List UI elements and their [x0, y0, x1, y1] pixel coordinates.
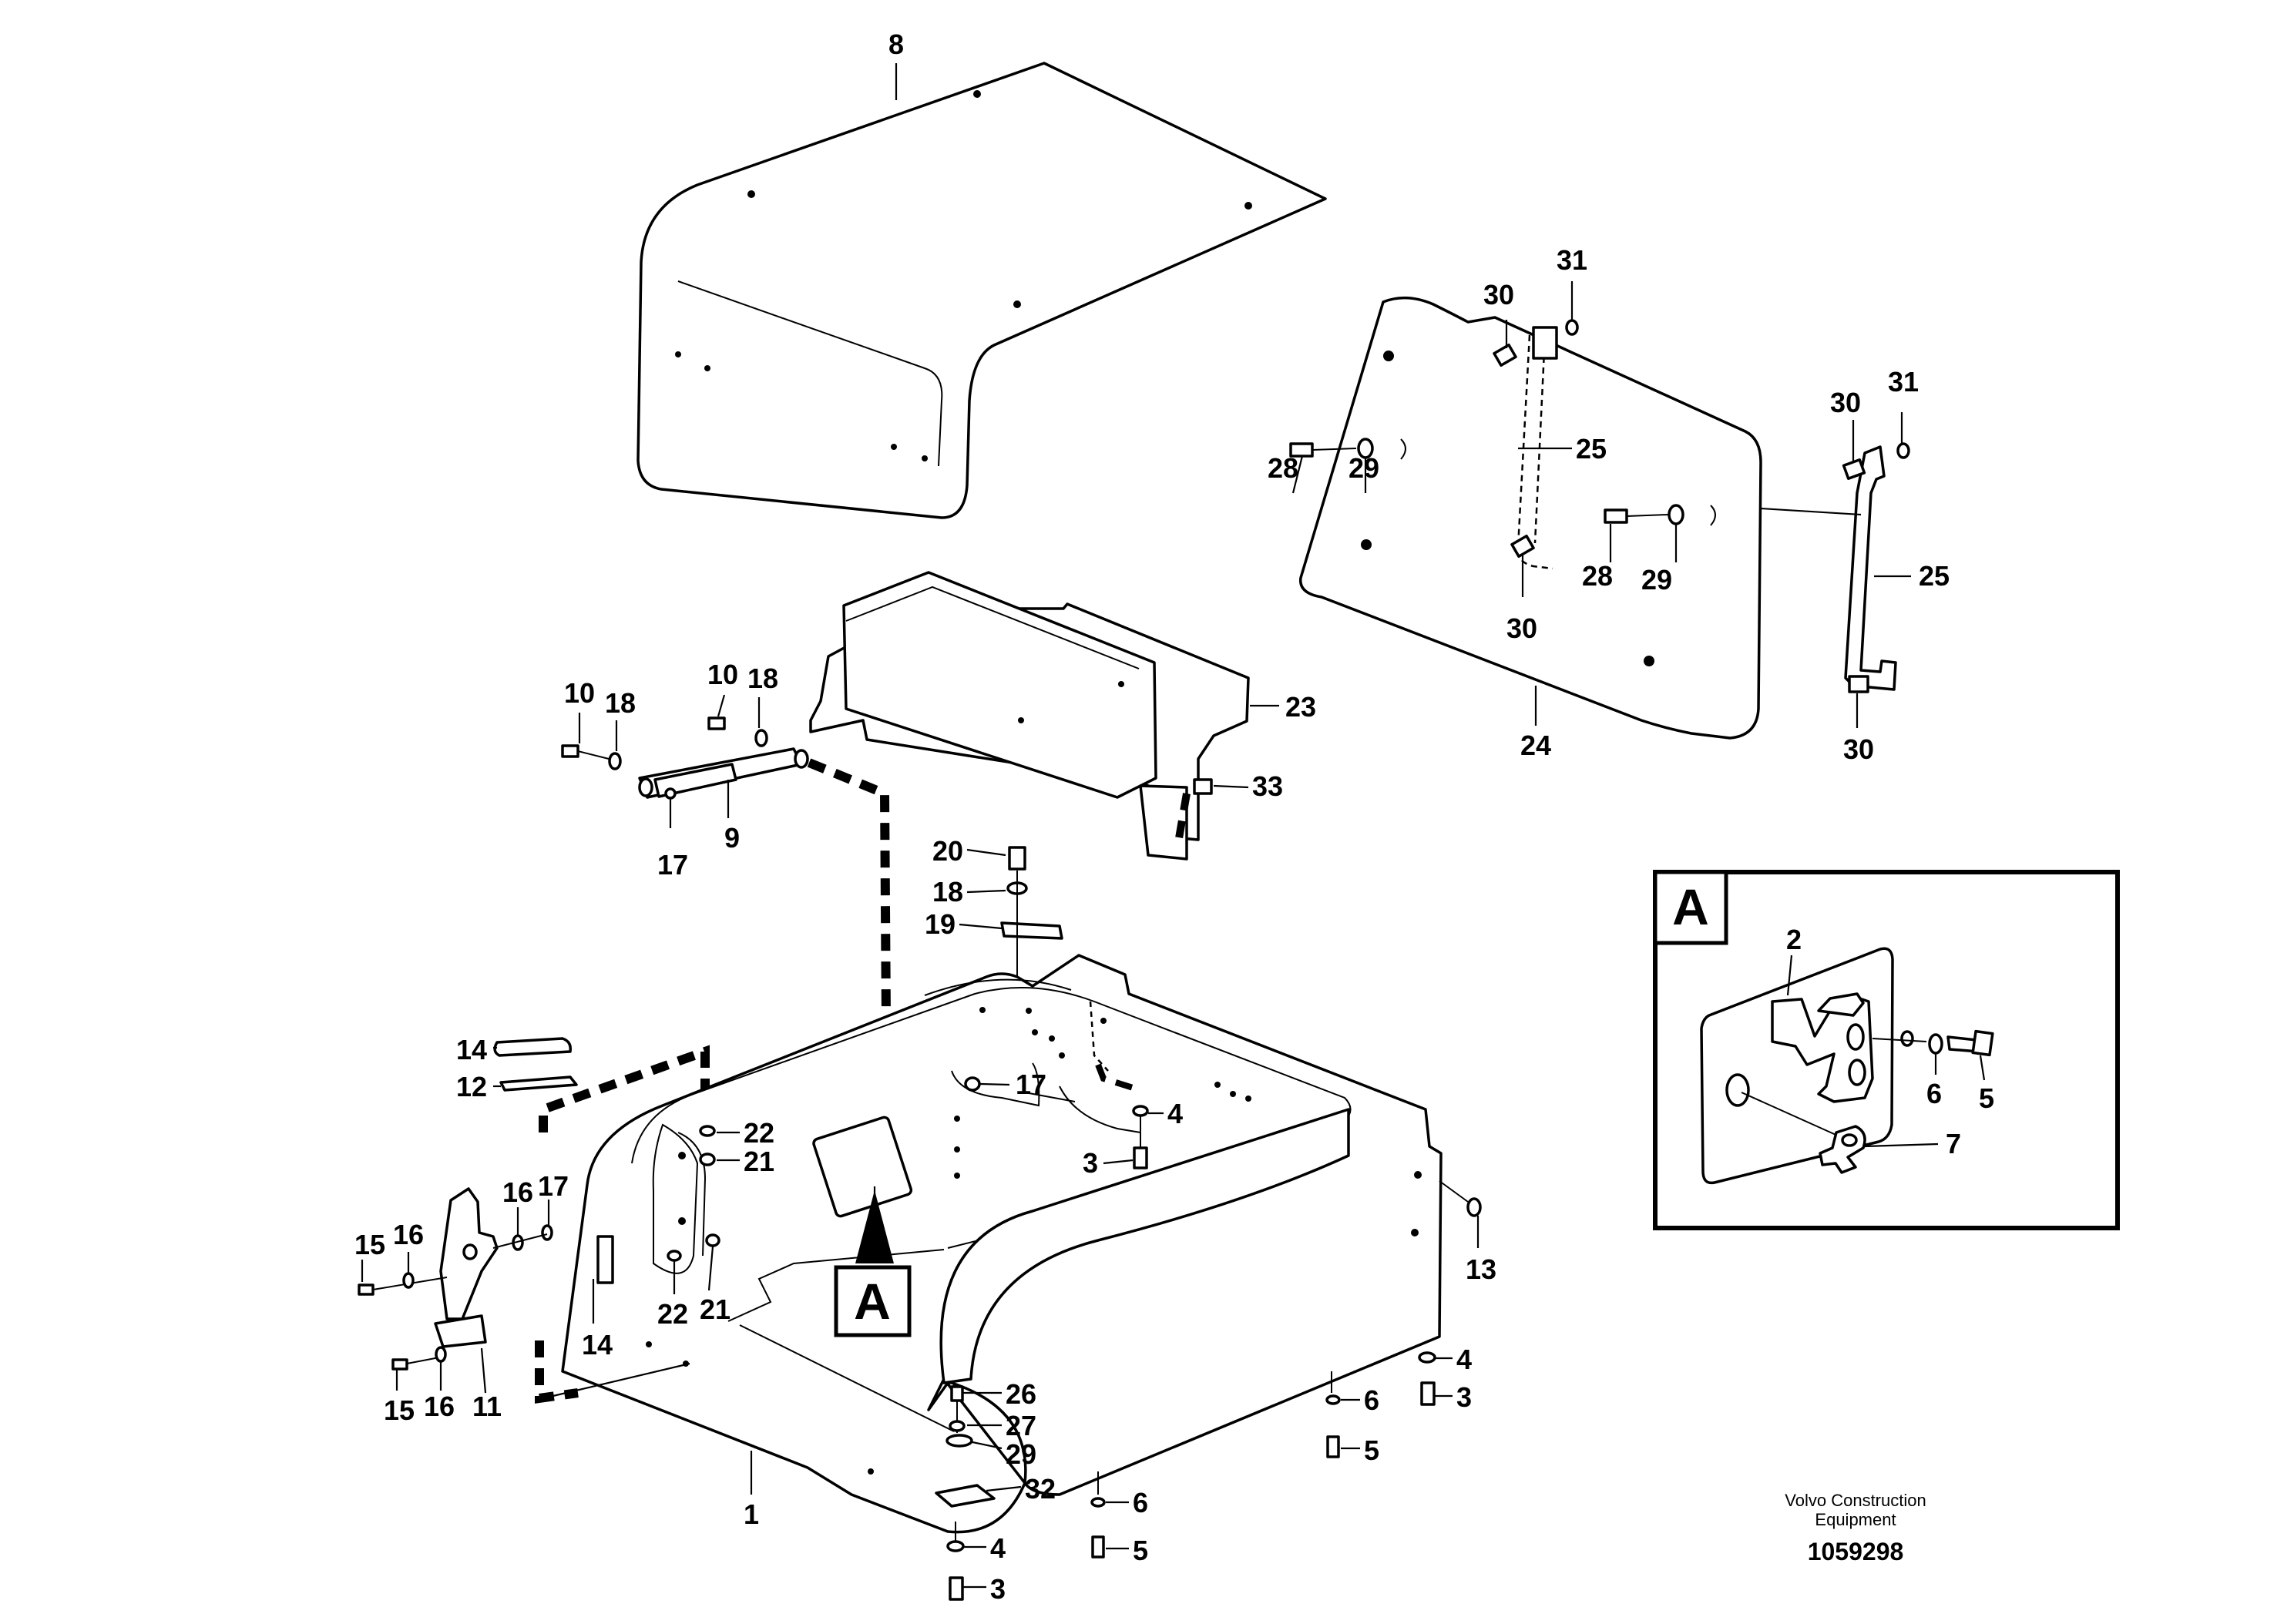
callout-30: 30 — [1843, 733, 1874, 765]
callout-28: 28 — [1268, 452, 1298, 484]
latch-parts — [493, 1037, 578, 1092]
side-panel — [1299, 296, 1762, 740]
callout-9: 9 — [724, 822, 740, 854]
document-number: 1059298 — [1808, 1538, 1904, 1565]
callout-14: 14 — [582, 1329, 613, 1361]
callout-6: 6 — [1364, 1384, 1379, 1416]
gas-strut — [561, 694, 809, 828]
callout-23: 23 — [1285, 691, 1316, 723]
callout-16: 16 — [393, 1219, 424, 1250]
callout-3: 3 — [990, 1573, 1006, 1605]
callout-24: 24 — [1520, 730, 1551, 761]
callout-27: 27 — [1006, 1410, 1036, 1441]
bottom-fasteners — [935, 1385, 1022, 1508]
callout-25: 25 — [1919, 560, 1950, 592]
callout-4: 4 — [1167, 1098, 1183, 1129]
callout-11: 11 — [472, 1391, 502, 1422]
callout-22: 22 — [744, 1117, 774, 1149]
bolt-33 — [1193, 778, 1249, 795]
credit-line-2: Equipment — [1815, 1510, 1896, 1529]
callout-31: 31 — [1888, 366, 1919, 398]
callout-14: 14 — [456, 1034, 487, 1065]
callout-8: 8 — [888, 29, 904, 60]
main-housing — [542, 954, 1443, 1534]
callout-6: 6 — [1133, 1487, 1148, 1518]
callout-21: 21 — [744, 1146, 774, 1177]
callout-26: 26 — [1006, 1378, 1036, 1410]
callout-15: 15 — [384, 1394, 415, 1426]
callout-29: 29 — [1641, 564, 1672, 596]
detail-a-title: A — [1672, 878, 1709, 935]
detail-a-panel: A — [1653, 870, 2120, 1230]
storage-tray — [809, 571, 1279, 861]
callout-10: 10 — [564, 677, 595, 709]
callout-16: 16 — [502, 1176, 533, 1208]
callout-17: 17 — [538, 1170, 569, 1202]
callout-18: 18 — [605, 687, 636, 719]
callout-6: 6 — [1926, 1078, 1942, 1109]
callout-16: 16 — [424, 1391, 455, 1422]
callout-15: 15 — [354, 1229, 385, 1260]
callout-5: 5 — [1979, 1082, 1994, 1114]
roof-cover — [636, 62, 1327, 519]
callout-labels: 8 31 30 25 28 29 28 29 30 31 30 25 30 24… — [354, 29, 1994, 1605]
view-a-arrow — [855, 1186, 894, 1263]
callout-3: 3 — [1456, 1381, 1472, 1413]
callout-10: 10 — [707, 659, 738, 690]
callout-30: 30 — [1830, 387, 1861, 418]
callout-5: 5 — [1133, 1535, 1148, 1566]
credit-block: Volvo Construction Equipment 1059298 — [1785, 1491, 1926, 1565]
callout-13: 13 — [1466, 1253, 1496, 1285]
view-a-marker: A — [834, 1265, 912, 1337]
callout-29: 29 — [1349, 452, 1379, 484]
callout-1: 1 — [744, 1498, 759, 1530]
latch-assembly — [358, 1187, 553, 1394]
callout-2: 2 — [1786, 924, 1802, 955]
callout-5: 5 — [1364, 1434, 1379, 1466]
callout-17: 17 — [1016, 1069, 1046, 1100]
callout-7: 7 — [1946, 1128, 1961, 1159]
door-bracket — [1760, 412, 1911, 728]
callout-19: 19 — [925, 908, 956, 940]
callout-18: 18 — [747, 663, 778, 694]
callout-3: 3 — [1083, 1147, 1098, 1179]
callout-22: 22 — [657, 1298, 688, 1330]
callout-4: 4 — [1456, 1344, 1472, 1375]
callout-12: 12 — [456, 1071, 487, 1102]
callout-30: 30 — [1506, 612, 1537, 644]
callout-30: 30 — [1483, 279, 1514, 310]
callout-18: 18 — [932, 876, 963, 908]
callout-33: 33 — [1252, 770, 1283, 802]
callout-20: 20 — [932, 835, 963, 867]
callout-4: 4 — [990, 1532, 1006, 1564]
callout-29: 29 — [1006, 1438, 1036, 1470]
callout-28: 28 — [1582, 560, 1613, 592]
callout-21: 21 — [700, 1293, 731, 1325]
callout-17: 17 — [657, 849, 688, 881]
callout-31: 31 — [1557, 244, 1587, 276]
credit-line-1: Volvo Construction — [1785, 1491, 1926, 1510]
callout-25: 25 — [1576, 433, 1607, 465]
panel-fasteners — [1289, 281, 1716, 597]
callout-32: 32 — [1025, 1473, 1056, 1505]
view-a-label: A — [854, 1273, 891, 1330]
